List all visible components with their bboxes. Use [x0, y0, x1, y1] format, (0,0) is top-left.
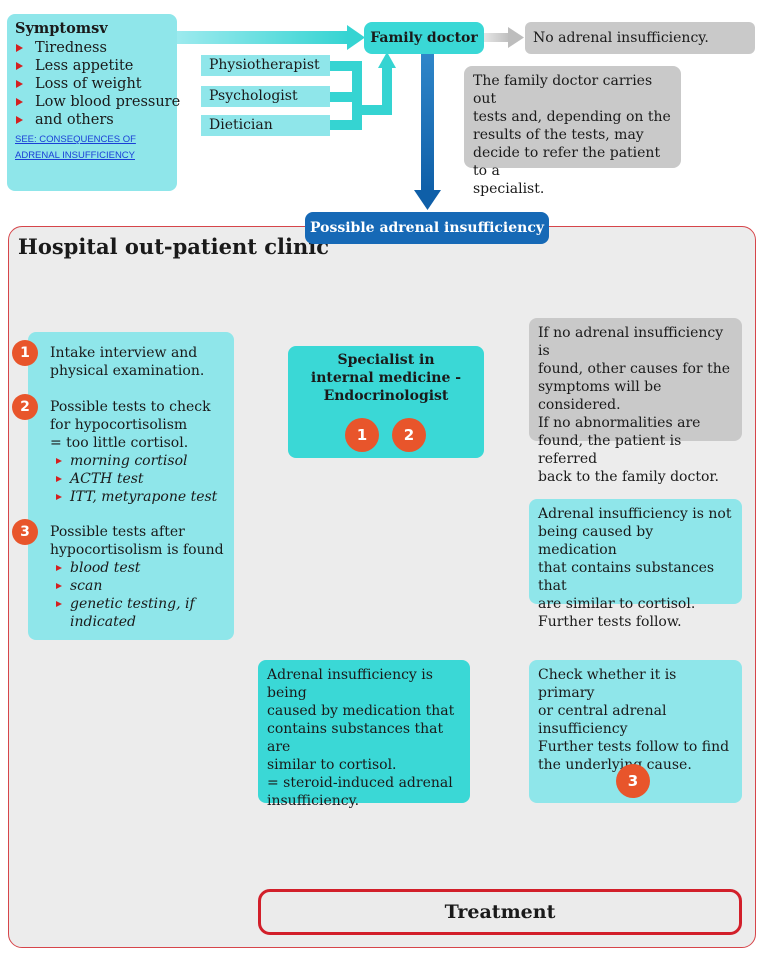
medication-caused-note: Adrenal insufficiency is being caused by… [258, 660, 470, 809]
family-doctor-note: The family doctor carries out tests and,… [464, 66, 681, 197]
symptom-item: and others [15, 111, 169, 129]
step-2-tests: morning cortisol ACTH test ITT, metyrapo… [50, 452, 217, 506]
symptoms-title: Symptomsv [15, 20, 108, 37]
clinic-title: Hospital out-patient clinic [18, 234, 330, 259]
arrow-doctor-to-possible-ai [414, 54, 441, 210]
bullet-icon [56, 601, 62, 607]
bullet-icon [16, 98, 23, 106]
test-item: blood test [50, 559, 224, 577]
specialist-label: Specialist in internal medicine - Endocr… [310, 352, 462, 404]
symptom-item: Loss of weight [15, 75, 169, 93]
other-causes-note: If no adrenal insufficiency is found, ot… [529, 318, 742, 485]
specialist-badge-1: 1 [345, 418, 379, 452]
bullet-icon [16, 62, 23, 70]
symptom-item: Low blood pressure [15, 93, 180, 111]
bullet-icon [16, 116, 23, 124]
treatment-box: Treatment [258, 889, 742, 935]
specialist-box: Specialist in internal medicine - Endocr… [288, 346, 484, 458]
step-2-text: Possible tests to check for hypocortisol… [50, 399, 211, 451]
symptom-item: Tiredness [15, 39, 169, 57]
step-3-text: Possible tests after hypocortisolism is … [50, 524, 224, 558]
step-3-tests: blood test scan genetic testing, if indi… [50, 559, 224, 631]
arrow-doctor-to-no-ai [484, 27, 524, 48]
symptoms-list: Tiredness Less appetite Loss of weight L… [15, 39, 180, 129]
bullet-icon [56, 494, 62, 500]
step-badge-2: 2 [12, 394, 38, 420]
specialist-badge-2: 2 [392, 418, 426, 452]
check-badge-3: 3 [616, 764, 650, 798]
symptoms-box: Symptomsv Tiredness Less appetite Loss o… [7, 14, 180, 191]
bullet-icon [56, 565, 62, 571]
test-item: ACTH test [50, 470, 217, 488]
physiotherapist-box: Physiotherapist [201, 55, 330, 76]
step-badge-3: 3 [12, 519, 38, 545]
bullet-icon [56, 458, 62, 464]
arrow-professionals-to-doctor [330, 52, 396, 130]
symptom-item: Less appetite [15, 57, 169, 75]
bullet-icon [56, 583, 62, 589]
not-medication-note: Adrenal insufficiency is not being cause… [529, 499, 742, 630]
bullet-icon [16, 80, 23, 88]
bullet-icon [56, 476, 62, 482]
family-doctor-box: Family doctor [364, 22, 484, 54]
psychologist-box: Psychologist [201, 86, 330, 107]
dietician-box: Dietician [201, 115, 330, 136]
no-adrenal-insufficiency-box: No adrenal insufficiency. [525, 22, 755, 54]
test-item: ITT, metyrapone test [50, 488, 217, 506]
arrow-symptoms-to-doctor [177, 25, 365, 50]
step-2-block: Possible tests to check for hypocortisol… [50, 398, 217, 506]
test-item: morning cortisol [50, 452, 217, 470]
steps-panel: 1 Intake interview and physical examinat… [12, 332, 234, 640]
bullet-icon [16, 44, 23, 52]
step-badge-1: 1 [12, 340, 38, 366]
step-3-block: Possible tests after hypocortisolism is … [50, 523, 224, 631]
possible-adrenal-insufficiency-box: Possible adrenal insufficiency [305, 212, 549, 244]
test-item: genetic testing, if indicated [50, 595, 224, 631]
test-item: scan [50, 577, 224, 595]
step-1-text: Intake interview and physical examinatio… [50, 345, 205, 379]
